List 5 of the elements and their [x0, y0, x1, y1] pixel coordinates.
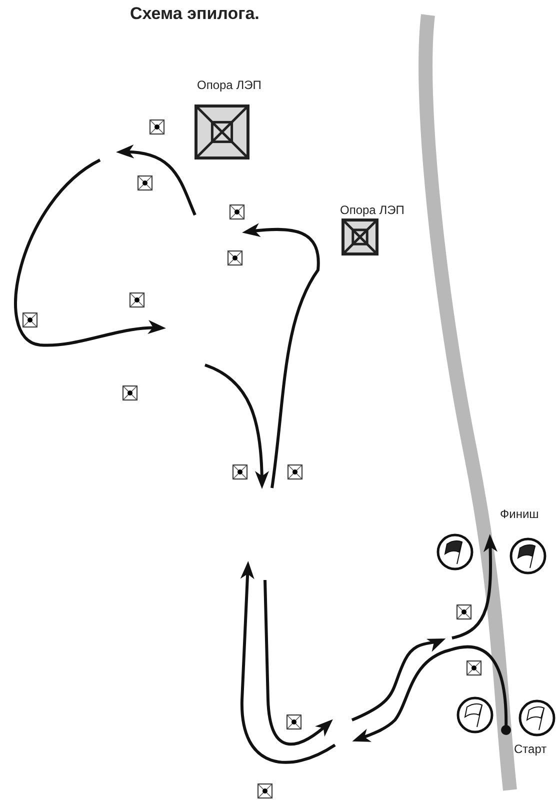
title: Схема эпилога.: [130, 4, 260, 24]
pole-label: Опора ЛЭП: [340, 203, 404, 217]
pole-label: Опора ЛЭП: [197, 78, 262, 92]
finish-label: Финиш: [500, 507, 539, 521]
start-label: Старт: [514, 742, 547, 756]
